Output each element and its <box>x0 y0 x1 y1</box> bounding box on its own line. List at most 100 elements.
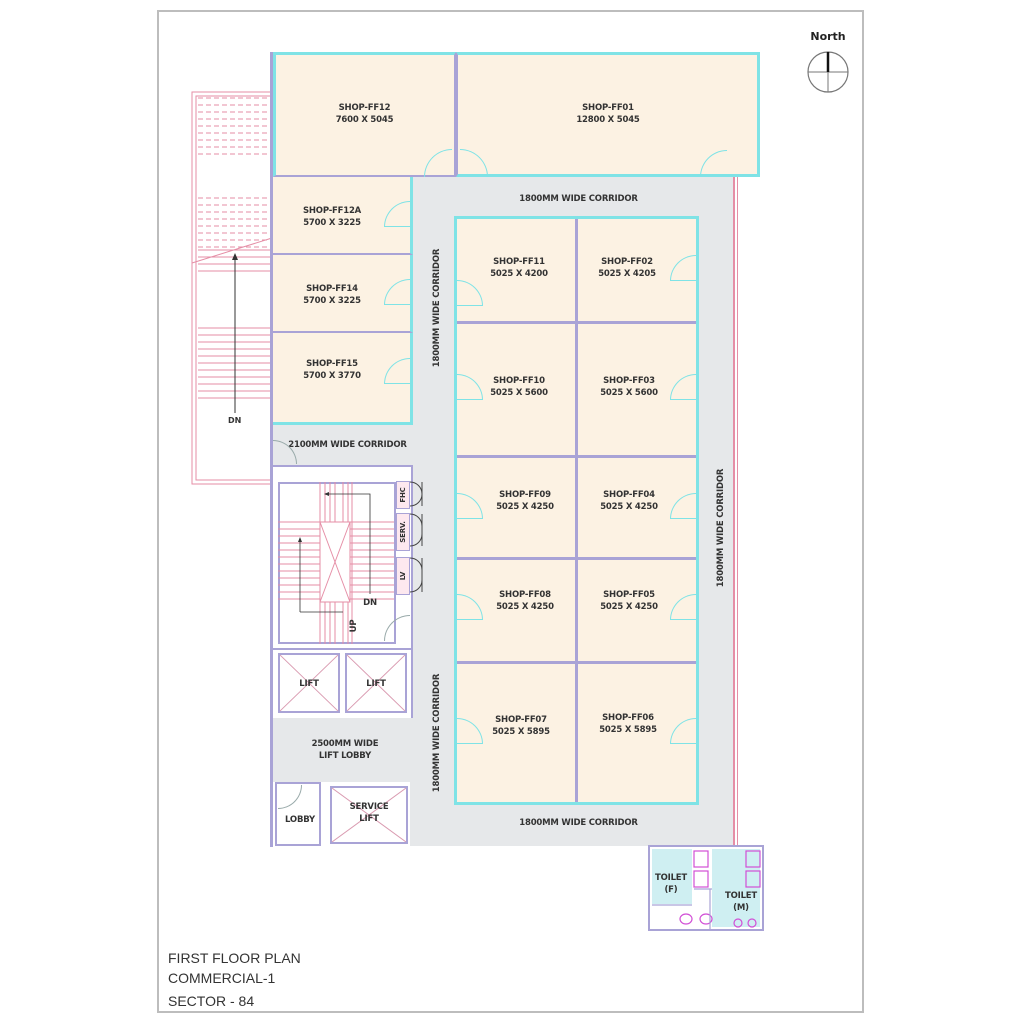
shop-ff05-label: SHOP-FF05 5025 X 4250 <box>570 589 688 613</box>
lift-lobby-label: 2500MM WIDE LIFT LOBBY <box>275 738 415 762</box>
toilet-f-line2: (F) <box>664 885 678 895</box>
shop-ff12a-label: SHOP-FF12A 5700 X 3225 <box>273 205 391 229</box>
shop-name: SHOP-FF05 <box>603 590 655 600</box>
shop-ff07-label: SHOP-FF07 5025 X 5895 <box>462 714 580 738</box>
sector-label: SECTOR - 84 <box>168 993 255 1009</box>
outer-wall-right-2 <box>737 175 738 845</box>
toilet-male-label: TOILET (M) <box>720 890 762 914</box>
shop-name: SHOP-FF02 <box>601 257 653 267</box>
lift-1[interactable] <box>278 653 340 713</box>
shop-size: 5025 X 4250 <box>496 502 554 512</box>
shop-ff01-label: SHOP-FF01 12800 X 5045 <box>456 102 760 126</box>
shop-ff03-label: SHOP-FF03 5025 X 5600 <box>570 375 688 399</box>
corridor-right-label: 1800MM WIDE CORRIDOR <box>716 468 726 588</box>
toilet-m-line2: (M) <box>733 903 749 913</box>
shop-ff08-label: SHOP-FF08 5025 X 4250 <box>466 589 584 613</box>
shop-name: SHOP-FF12 <box>338 103 391 113</box>
shop-size: 12800 X 5045 <box>576 115 640 125</box>
lobby-label: LOBBY <box>285 815 315 825</box>
shaft-fhc <box>396 481 410 509</box>
shop-size: 5025 X 5895 <box>599 725 657 735</box>
lift-2[interactable] <box>345 653 407 713</box>
shop-ff06-label: SHOP-FF06 5025 X 5895 <box>569 712 687 736</box>
lift-2-icon <box>347 655 405 711</box>
shop-name: SHOP-FF12A <box>302 206 362 216</box>
shop-name: SHOP-FF06 <box>602 713 654 723</box>
partition-h2 <box>457 455 696 458</box>
shop-size: 5025 X 4250 <box>600 602 658 612</box>
outer-wall-left <box>270 52 273 847</box>
shop-name: SHOP-FF07 <box>495 715 547 725</box>
fhc-label: FHC <box>399 487 407 503</box>
toilet-female[interactable] <box>652 849 692 904</box>
shop-name: SHOP-FF10 <box>493 376 545 386</box>
stair-dn-label: DN <box>363 598 377 608</box>
shop-name: SHOP-FF11 <box>493 257 545 267</box>
corridor-top-label: 1800MM WIDE CORRIDOR <box>519 194 638 204</box>
shop-size: 5700 X 3225 <box>303 296 361 306</box>
shop-ff02-label: SHOP-FF02 5025 X 4205 <box>568 256 686 280</box>
shop-size: 5025 X 4250 <box>496 602 554 612</box>
drawing-title: FIRST FLOOR PLAN <box>168 950 301 966</box>
corridor-toilet-link <box>410 803 650 846</box>
partition-vertical <box>575 219 578 802</box>
shop-name: SHOP-FF08 <box>499 590 551 600</box>
shop-ff09-label: SHOP-FF09 5025 X 4250 <box>466 489 584 513</box>
corridor-right <box>697 176 733 846</box>
lift-lobby-area <box>273 718 413 782</box>
shop-name: SHOP-FF15 <box>306 359 358 369</box>
shop-name: SHOP-FF04 <box>603 490 655 500</box>
north-compass: North <box>800 28 856 98</box>
toilet-f-line1: TOILET <box>654 873 687 883</box>
lift-1-icon <box>280 655 338 711</box>
shaft-lv <box>396 557 410 595</box>
shop-size: 5025 X 4250 <box>600 502 658 512</box>
lift-lobby-line1: 2500MM WIDE <box>311 739 379 749</box>
project-name: COMMERCIAL-1 <box>168 970 276 986</box>
staircase-icon <box>278 482 394 644</box>
shop-ff12-label: SHOP-FF12 7600 X 5045 <box>273 102 456 126</box>
service-lift-label: SERVICE LIFT <box>330 801 408 825</box>
corridor-left-lower-label: 1800MM WIDE CORRIDOR <box>432 673 442 793</box>
service-lift-icon <box>332 788 406 842</box>
shop-size: 5025 X 4205 <box>598 269 656 279</box>
shop-name: SHOP-FF14 <box>306 284 358 294</box>
shop-size: 5025 X 5895 <box>492 727 550 737</box>
corridor-left <box>410 176 456 846</box>
shop-ff15-label: SHOP-FF15 5700 X 3770 <box>273 358 391 382</box>
shop-name: SHOP-FF09 <box>499 490 551 500</box>
shop-size: 5700 X 3770 <box>303 371 361 381</box>
corridor-left-upper-label: 1800MM WIDE CORRIDOR <box>432 248 442 368</box>
shop-size: 7600 X 5045 <box>335 115 394 125</box>
shop-ff01[interactable] <box>456 52 760 177</box>
shop-ff11-label: SHOP-FF11 5025 X 4200 <box>460 256 578 280</box>
toilet-male[interactable] <box>712 849 760 927</box>
corridor-west-label: 2100MM WIDE CORRIDOR <box>288 440 407 450</box>
shop-name: SHOP-FF03 <box>603 376 655 386</box>
toilet-female-label: TOILET (F) <box>650 872 692 896</box>
partition-h1 <box>457 321 696 324</box>
shaft-doors-icon <box>410 481 423 593</box>
lift-1-label: LIFT <box>299 679 319 689</box>
stair-up-label: UP <box>349 619 359 633</box>
shop-size: 5025 X 4200 <box>490 269 548 279</box>
shop-ff12[interactable] <box>273 52 456 177</box>
toilet-m-line1: TOILET <box>724 891 757 901</box>
shaft-serv <box>396 513 410 551</box>
outer-wall-right <box>733 175 735 845</box>
corridor-bottom-label: 1800MM WIDE CORRIDOR <box>519 818 638 828</box>
lv-label: LV <box>399 571 407 581</box>
partition-h3 <box>457 557 696 560</box>
toilet-fixtures-icon <box>652 850 761 929</box>
serv-label: SERV. <box>399 521 407 543</box>
service-lift[interactable] <box>330 786 408 844</box>
lift-lobby-line2: LIFT LOBBY <box>318 751 372 761</box>
external-staircase: DN <box>191 91 273 485</box>
shop-ff10-label: SHOP-FF10 5025 X 5600 <box>460 375 578 399</box>
north-label: North <box>810 30 846 43</box>
shop-name: SHOP-FF01 <box>582 103 634 113</box>
shop-size: 5700 X 3225 <box>303 218 361 228</box>
shop-size: 5025 X 5600 <box>490 388 548 398</box>
shop-ff14-label: SHOP-FF14 5700 X 3225 <box>273 283 391 307</box>
lift-2-label: LIFT <box>366 679 386 689</box>
